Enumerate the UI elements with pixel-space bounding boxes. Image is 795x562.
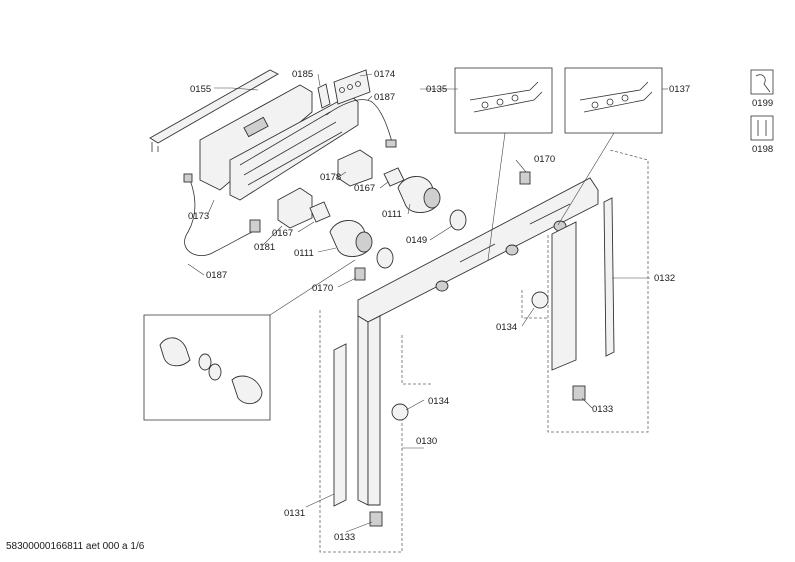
detail-box-0135 bbox=[454, 67, 553, 134]
label-0133-bottom: 0133 bbox=[334, 532, 355, 543]
label-0174: 0174 bbox=[374, 69, 395, 80]
label-0178: 0178 bbox=[320, 172, 341, 183]
label-0187-top: 0187 bbox=[374, 92, 395, 103]
label-0198: 0198 bbox=[752, 144, 773, 155]
knob-detail-box bbox=[143, 259, 356, 421]
label-0130: 0130 bbox=[416, 436, 437, 447]
wrench-tool-icon bbox=[750, 69, 774, 95]
label-0187-bottom: 0187 bbox=[206, 270, 227, 281]
control-panel-assembly bbox=[149, 69, 531, 281]
label-0133-right: 0133 bbox=[592, 404, 613, 415]
label-0155: 0155 bbox=[190, 84, 211, 95]
label-0131: 0131 bbox=[284, 508, 305, 519]
label-0167-left: 0167 bbox=[272, 228, 293, 239]
label-0137: 0137 bbox=[669, 84, 690, 95]
label-0173: 0173 bbox=[188, 211, 209, 222]
label-0170-bottom: 0170 bbox=[312, 283, 333, 294]
label-0111-right: 0111 bbox=[382, 209, 402, 220]
label-0185: 0185 bbox=[292, 69, 313, 80]
detail-box-0137 bbox=[564, 67, 663, 134]
label-0132: 0132 bbox=[654, 273, 675, 284]
label-0134-left: 0134 bbox=[428, 396, 449, 407]
screwdriver-tool-icon bbox=[750, 115, 774, 141]
label-0170-top: 0170 bbox=[534, 154, 555, 165]
label-0199: 0199 bbox=[752, 98, 773, 109]
document-footer-code: 58300000166811 aet 000 a 1/6 bbox=[6, 541, 145, 552]
label-0167-right: 0167 bbox=[354, 183, 375, 194]
oven-front-frame bbox=[319, 149, 649, 553]
label-0181: 0181 bbox=[254, 242, 275, 253]
label-0149: 0149 bbox=[406, 235, 427, 246]
label-0111-left: 0111 bbox=[294, 248, 314, 259]
leader-lines bbox=[187, 73, 668, 533]
label-0135: 0135 bbox=[426, 84, 447, 95]
label-0134-right: 0134 bbox=[496, 322, 517, 333]
